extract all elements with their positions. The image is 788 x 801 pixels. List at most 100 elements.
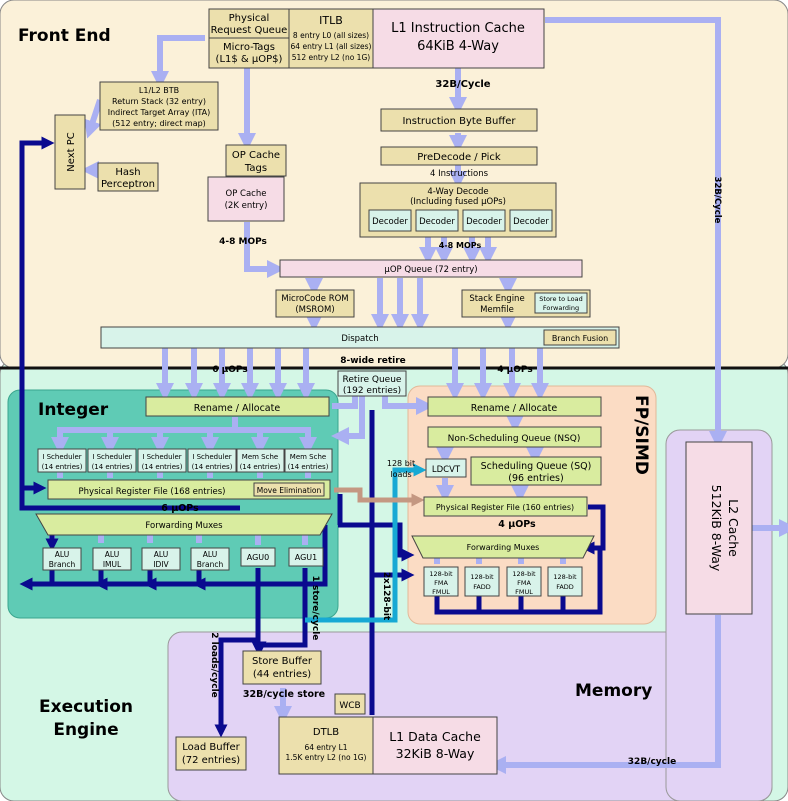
- int-six-uops-label: 6 µOPs: [161, 503, 199, 514]
- mem-scheduler-1-name: Mem Sche: [242, 453, 278, 461]
- op-tags-line-1: OP Cache: [232, 150, 280, 161]
- btb-line-2: Return Stack (32 entry): [112, 97, 206, 106]
- predecode-label: PreDecode / Pick: [417, 152, 501, 163]
- execution-title-2: Engine: [53, 720, 118, 740]
- l1i-cache-box: L1 Instruction Cache 64KiB 4-Way: [372, 8, 545, 69]
- op-cache-tags-box: OP Cache Tags: [225, 144, 287, 177]
- dispatch-box: Dispatch Branch Fusion: [100, 326, 620, 349]
- predecode-box: PreDecode / Pick: [380, 146, 538, 166]
- integer-title: Integer: [38, 400, 109, 420]
- btb-box: L1/L2 BTB Return Stack (32 entry) Indire…: [99, 81, 219, 131]
- fp-unit-4-op: FADD: [556, 583, 574, 591]
- store-cycle-label: 1 store/cycle: [310, 576, 320, 641]
- alu-1-type: Branch: [49, 560, 76, 569]
- retire-queue-line-2: (192 entries): [343, 386, 401, 396]
- bw-128-label: 2x128-bit: [381, 572, 391, 621]
- itlb-line-3: 512 entry L2 (no 1G): [292, 53, 370, 62]
- l1i-title: L1 Instruction Cache: [391, 21, 525, 36]
- four-instructions-label: 4 Instructions: [430, 169, 489, 179]
- fp-prf-box: Physical Register File (160 entries): [423, 496, 588, 517]
- op-cache-box: OP Cache (2K entry): [207, 176, 285, 222]
- sq-line-1: Scheduling Queue (SQ): [481, 461, 592, 472]
- ibb-label: Instruction Byte Buffer: [402, 116, 516, 127]
- fp-rename-label: Rename / Allocate: [471, 403, 558, 414]
- int-prf-label: Physical Register File (168 entries): [79, 487, 226, 497]
- l2-title: L2 Cache: [726, 499, 741, 557]
- alu-4-name: ALU: [203, 550, 217, 559]
- int-alus: ALU Branch ALU IMUL ALU IDIV ALU Branch …: [42, 547, 324, 571]
- next-pc-box: Next PC: [54, 114, 86, 190]
- fp-simd-title: FP/SIMD: [631, 395, 651, 475]
- retire-rate-label: 8-wide retire: [340, 356, 406, 366]
- pq-microtags-box: Physical Request Queue Micro-Tags (L1$ &…: [208, 8, 290, 69]
- loads-rate-label: 2 loads/cycle: [209, 632, 219, 698]
- msrom-line-1: MicroCode ROM: [281, 294, 348, 304]
- decoder-4: Decoder: [513, 217, 549, 227]
- msrom-box: MicroCode ROM (MSROM): [275, 289, 355, 318]
- decode-box: 4-Way Decode (Including fused µOPs) Deco…: [359, 182, 557, 238]
- scheduler-1-name: I Scheduler: [42, 453, 81, 461]
- fp-unit-4-width: 128-bit: [553, 573, 577, 581]
- fp-unit-3-op-1: FMA: [517, 579, 531, 587]
- fp-unit-2-op: FADD: [473, 583, 491, 591]
- uop-queue-box: µOP Queue (72 entry): [279, 259, 583, 278]
- btb-line-3: Indirect Target Array (ITA): [108, 108, 211, 117]
- btb-line-4: (512 entry; direct map): [112, 119, 206, 128]
- scheduler-3-name: I Scheduler: [142, 453, 181, 461]
- fp-forwarding-muxes: Forwarding Muxes: [411, 535, 595, 559]
- scheduler-1-size: (14 entries): [42, 463, 83, 471]
- stack-engine-line-2: Memfile: [480, 305, 514, 315]
- fp-unit-3-width: 128-bit: [512, 570, 536, 578]
- fp-fwd-label: Forwarding Muxes: [467, 543, 540, 552]
- op-cache-mops-label: 4-8 MOPs: [219, 237, 267, 247]
- dtlb-title: DTLB: [313, 727, 339, 738]
- decode-mops-label: 4-8 MOPs: [439, 241, 482, 250]
- l2-cache-box: L2 Cache 512KiB 8-Way: [685, 441, 753, 615]
- alu-2-type: IMUL: [103, 560, 122, 569]
- int-schedulers: I Scheduler (14 entries) I Scheduler (14…: [37, 448, 333, 473]
- nsq-box: Non-Scheduling Queue (NSQ): [427, 426, 602, 448]
- itlb-line-1: 8 entry L0 (all sizes): [293, 31, 369, 40]
- agu1-label: AGU1: [295, 553, 317, 562]
- l1i-rate-label: 32B/Cycle: [435, 79, 490, 90]
- instruction-byte-buffer: Instruction Byte Buffer: [380, 108, 538, 132]
- next-pc-label: Next PC: [66, 132, 77, 172]
- memory-title: Memory: [575, 681, 652, 701]
- alu-3-type: IDIV: [153, 560, 169, 569]
- store-to-load-line-1: Store to Load: [539, 295, 582, 303]
- op-cache-line-2: (2K entry): [225, 201, 268, 211]
- scheduler-2-size: (14 entries): [92, 463, 133, 471]
- sq-line-2: (96 entries): [508, 473, 563, 484]
- fp-rename-box: Rename / Allocate: [427, 396, 602, 417]
- int-fwd-label: Forwarding Muxes: [145, 521, 223, 531]
- int-rename-label: Rename / Allocate: [194, 403, 281, 414]
- branch-fusion-label: Branch Fusion: [552, 334, 608, 343]
- itlb-title: ITLB: [319, 14, 343, 27]
- load-buffer-box: Load Buffer (72 entries): [175, 736, 247, 771]
- int-prf-box: Physical Register File (168 entries) Mov…: [47, 479, 331, 500]
- nsq-label: Non-Scheduling Queue (NSQ): [448, 434, 581, 444]
- mem-scheduler-2-size: (14 entries): [288, 463, 329, 471]
- dispatch-label: Dispatch: [341, 334, 378, 344]
- itlb-box: ITLB 8 entry L0 (all sizes) 64 entry L1 …: [288, 8, 374, 69]
- l2-size: 512KiB 8-Way: [709, 485, 724, 572]
- load-buffer-line-2: (72 entries): [182, 755, 240, 766]
- pq-label-1: Physical: [229, 13, 270, 24]
- front-end-title: Front End: [18, 26, 111, 46]
- fp-unit-1-width: 128-bit: [429, 570, 453, 578]
- l2-rate-label: 32B/cycle: [628, 757, 676, 767]
- retire-queue-box: Retire Queue (192 entries): [337, 370, 407, 397]
- mem-scheduler-2-name: Mem Sche: [290, 453, 326, 461]
- msrom-line-2: (MSROM): [295, 305, 334, 315]
- int-rename-box: Rename / Allocate: [145, 396, 330, 417]
- microtags-label-1: Micro-Tags: [223, 42, 275, 53]
- store-buffer-box: Store Buffer (44 entries): [242, 650, 322, 685]
- load-buffer-line-1: Load Buffer: [182, 742, 240, 753]
- fp-prf-label: Physical Register File (160 entries): [436, 503, 574, 512]
- scheduler-4-name: I Scheduler: [192, 453, 231, 461]
- btb-line-1: L1/L2 BTB: [139, 86, 179, 95]
- fp-four-uops-label: 4 µOPs: [498, 519, 536, 530]
- wcb-label: WCB: [339, 701, 360, 711]
- store-to-load-line-2: Forwarding: [543, 304, 579, 312]
- pq-label-2: Request Queue: [211, 25, 288, 36]
